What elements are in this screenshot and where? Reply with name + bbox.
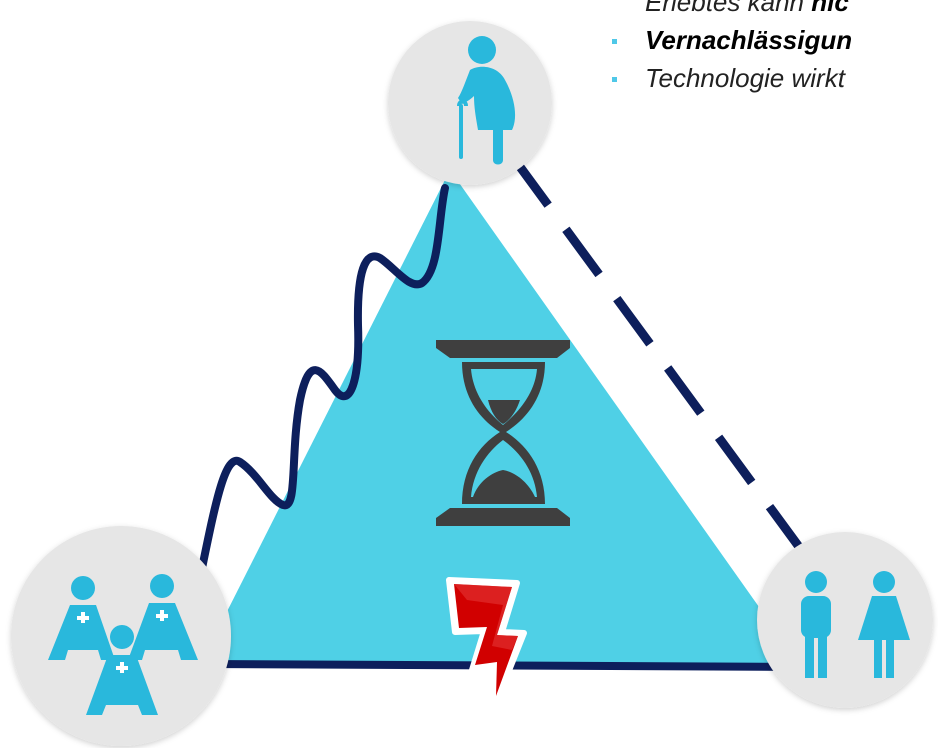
bullet-emphasis-1: nic xyxy=(811,0,849,17)
bullet-item-3: Technologie wirkt xyxy=(612,62,938,100)
bullet-item-2: Vernachlässigun xyxy=(612,24,938,62)
hourglass-icon xyxy=(436,340,570,526)
bullet-text-3: Technologie wirkt xyxy=(645,63,845,93)
bullet-marker xyxy=(612,39,617,44)
bullet-item-1: Erlebtes kann nic xyxy=(612,0,938,24)
bullet-text-2: Vernachlässigun xyxy=(645,25,853,55)
elderly-person-with-cane-icon xyxy=(457,36,516,165)
man-and-woman-icon xyxy=(801,571,910,678)
bullet-marker xyxy=(612,77,617,82)
bullet-list: Erlebtes kann nic Vernachlässigun Techno… xyxy=(612,0,938,100)
bullet-text-1: Erlebtes kann xyxy=(645,0,812,17)
right-node xyxy=(757,532,933,708)
lightning-bolt-icon xyxy=(446,577,527,706)
nurses-group-icon xyxy=(48,574,198,715)
top-node xyxy=(388,21,552,185)
left-wavy-edge xyxy=(196,184,449,582)
